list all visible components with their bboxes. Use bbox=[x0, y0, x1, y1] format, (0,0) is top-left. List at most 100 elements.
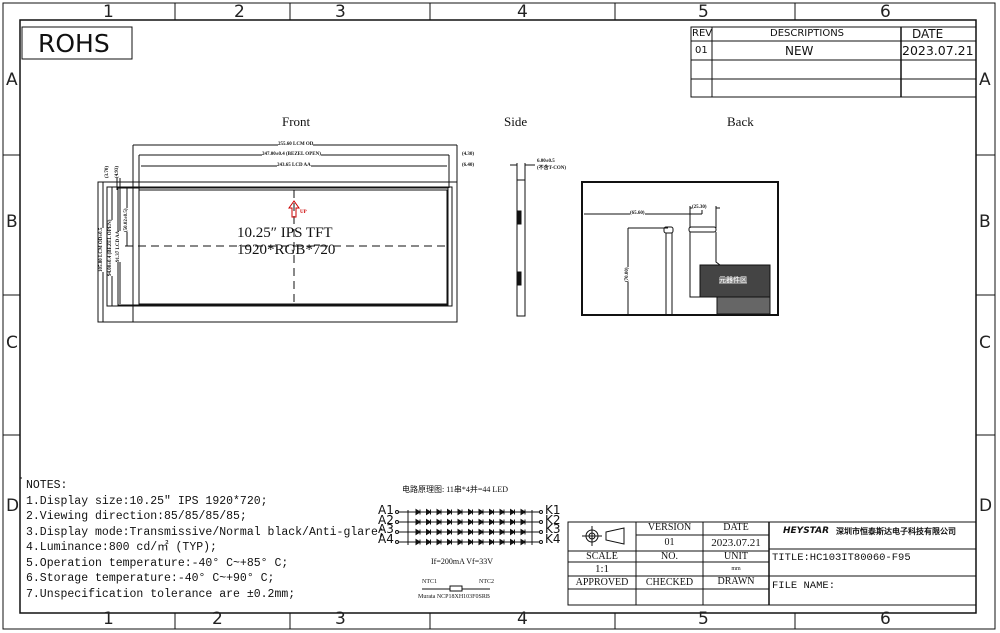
cathode-k1: K1 bbox=[545, 503, 561, 517]
grid-row-b: B bbox=[6, 212, 18, 232]
led-diode-icon bbox=[499, 518, 505, 526]
dim-top-1: (3.70) bbox=[105, 165, 110, 178]
grid-row-a-right: A bbox=[979, 70, 991, 90]
title-block-lines bbox=[567, 521, 977, 606]
side-thickness: 6.00±0.5 bbox=[537, 159, 555, 164]
ntc1-label: NTC1 bbox=[422, 579, 437, 585]
front-view-title: Front bbox=[282, 114, 311, 129]
grid-col-2: 2 bbox=[234, 2, 245, 22]
up-label: UP bbox=[300, 210, 307, 215]
back-view-title: Back bbox=[727, 114, 754, 129]
led-diode-icon bbox=[468, 508, 474, 516]
inner-frame bbox=[19, 19, 977, 614]
led-diode-icon bbox=[415, 508, 421, 516]
date-value: 2023.07.21 bbox=[711, 537, 761, 549]
led-diode-icon bbox=[510, 518, 516, 526]
ntc-symbol bbox=[422, 585, 490, 592]
led-diode-icon bbox=[520, 518, 526, 526]
led-diode-icon bbox=[436, 518, 442, 526]
up-arrow-icon bbox=[288, 200, 300, 218]
grid-row-b-right: B bbox=[979, 212, 991, 232]
version-label: VERSION bbox=[647, 522, 692, 533]
led-diode-icon bbox=[426, 528, 432, 536]
led-circuit bbox=[395, 508, 543, 546]
projection-symbol-icon bbox=[582, 526, 625, 546]
grid-col-1-bottom: 1 bbox=[103, 609, 114, 629]
grid-col-6: 6 bbox=[880, 2, 891, 22]
led-diode-icon bbox=[415, 518, 421, 526]
dim-aa-height: 91.37 LCD AA bbox=[116, 230, 121, 262]
grid-col-3-bottom: 3 bbox=[335, 609, 346, 629]
led-diode-icon bbox=[468, 528, 474, 536]
led-diode-icon bbox=[426, 518, 432, 526]
led-diode-icon bbox=[520, 508, 526, 516]
rev-date-value: 2023.07.21 bbox=[902, 43, 974, 58]
led-diode-icon bbox=[478, 528, 484, 536]
grid-row-d: D bbox=[6, 496, 20, 516]
approved-label: APPROVED bbox=[575, 577, 629, 588]
rev-header: REV bbox=[692, 28, 713, 39]
dim-top-2: (4.93) bbox=[115, 165, 120, 178]
led-diode-icon bbox=[510, 538, 516, 546]
scale-value: 1:1 bbox=[594, 563, 610, 575]
dim-bezel-width: 247.00±0.4 (BEZEL OPEN) bbox=[262, 152, 321, 157]
led-diode-icon bbox=[426, 508, 432, 516]
led-diode-icon bbox=[489, 508, 495, 516]
no-label: NO. bbox=[661, 551, 678, 562]
led-diode-icon bbox=[436, 538, 442, 546]
side-thickness-note: (不含T-CON) bbox=[537, 166, 566, 171]
side-view-outline bbox=[510, 163, 535, 317]
grid-col-1: 1 bbox=[103, 2, 114, 22]
dim-lcm-od-width: 255.60 LCM OD bbox=[278, 142, 314, 147]
led-diode-icon bbox=[447, 508, 453, 516]
led-diode-icon bbox=[478, 538, 484, 546]
grid-col-4: 4 bbox=[517, 2, 528, 22]
unit-label: UNIT bbox=[724, 551, 748, 562]
led-diode-icon bbox=[499, 508, 505, 516]
grid-col-4-bottom: 4 bbox=[517, 609, 528, 629]
component-area-label: 元器件区 bbox=[719, 276, 747, 284]
notes-title: NOTES: bbox=[26, 479, 68, 492]
rohs-box bbox=[21, 26, 133, 60]
led-diode-icon bbox=[489, 538, 495, 546]
led-diode-icon bbox=[489, 528, 495, 536]
led-diode-icon bbox=[415, 538, 421, 546]
cathode-k3: K3 bbox=[545, 522, 561, 536]
led-diode-icon bbox=[436, 528, 442, 536]
version-value: 01 bbox=[664, 537, 675, 548]
cathode-k2: K2 bbox=[545, 512, 561, 527]
grid-row-a: A bbox=[6, 70, 18, 90]
led-diode-icon bbox=[520, 528, 526, 536]
checked-label: CHECKED bbox=[645, 577, 694, 588]
grid-col-2-bottom: 2 bbox=[212, 609, 223, 629]
circuit-title: 电路原理图: 11串*4并=44 LED bbox=[402, 485, 508, 494]
grid-col-3: 3 bbox=[335, 2, 346, 22]
anode-a2: A2 bbox=[378, 512, 394, 527]
back-dim-x: (65.60) bbox=[630, 211, 645, 216]
company-logo: HEYSTAR bbox=[783, 526, 830, 536]
led-diode-icon bbox=[426, 538, 432, 546]
back-dim-y: (70.00) bbox=[625, 267, 630, 282]
dim-center-height: (50.02±0.5) bbox=[124, 208, 129, 232]
led-diode-icon bbox=[499, 528, 505, 536]
led-diode-icon bbox=[510, 528, 516, 536]
unit-value: mm bbox=[731, 566, 741, 572]
cathode-k4: K4 bbox=[545, 531, 561, 546]
dim-bezel-height: 94.00±0.4 (BEZEL OPEN) bbox=[108, 219, 113, 276]
back-dim-connector: (25.30) bbox=[692, 205, 707, 210]
front-view-outline bbox=[97, 144, 458, 323]
grid-row-d-right: D bbox=[979, 496, 993, 516]
dim-lcm-od-height: 105.80 LCM OD±0.5 bbox=[99, 227, 104, 272]
led-diode-icon bbox=[468, 538, 474, 546]
grid-col-5-bottom: 5 bbox=[698, 609, 709, 629]
resolution-label: 1920*RGB*720 bbox=[237, 242, 336, 258]
grid-row-c: C bbox=[6, 333, 18, 353]
anode-a3: A3 bbox=[378, 522, 394, 536]
description-value: NEW bbox=[785, 44, 814, 58]
led-diode-icon bbox=[499, 538, 505, 546]
led-diode-icon bbox=[436, 508, 442, 516]
note-1: 1.Display size:10.25″ IPS 1920*720; bbox=[26, 494, 268, 508]
